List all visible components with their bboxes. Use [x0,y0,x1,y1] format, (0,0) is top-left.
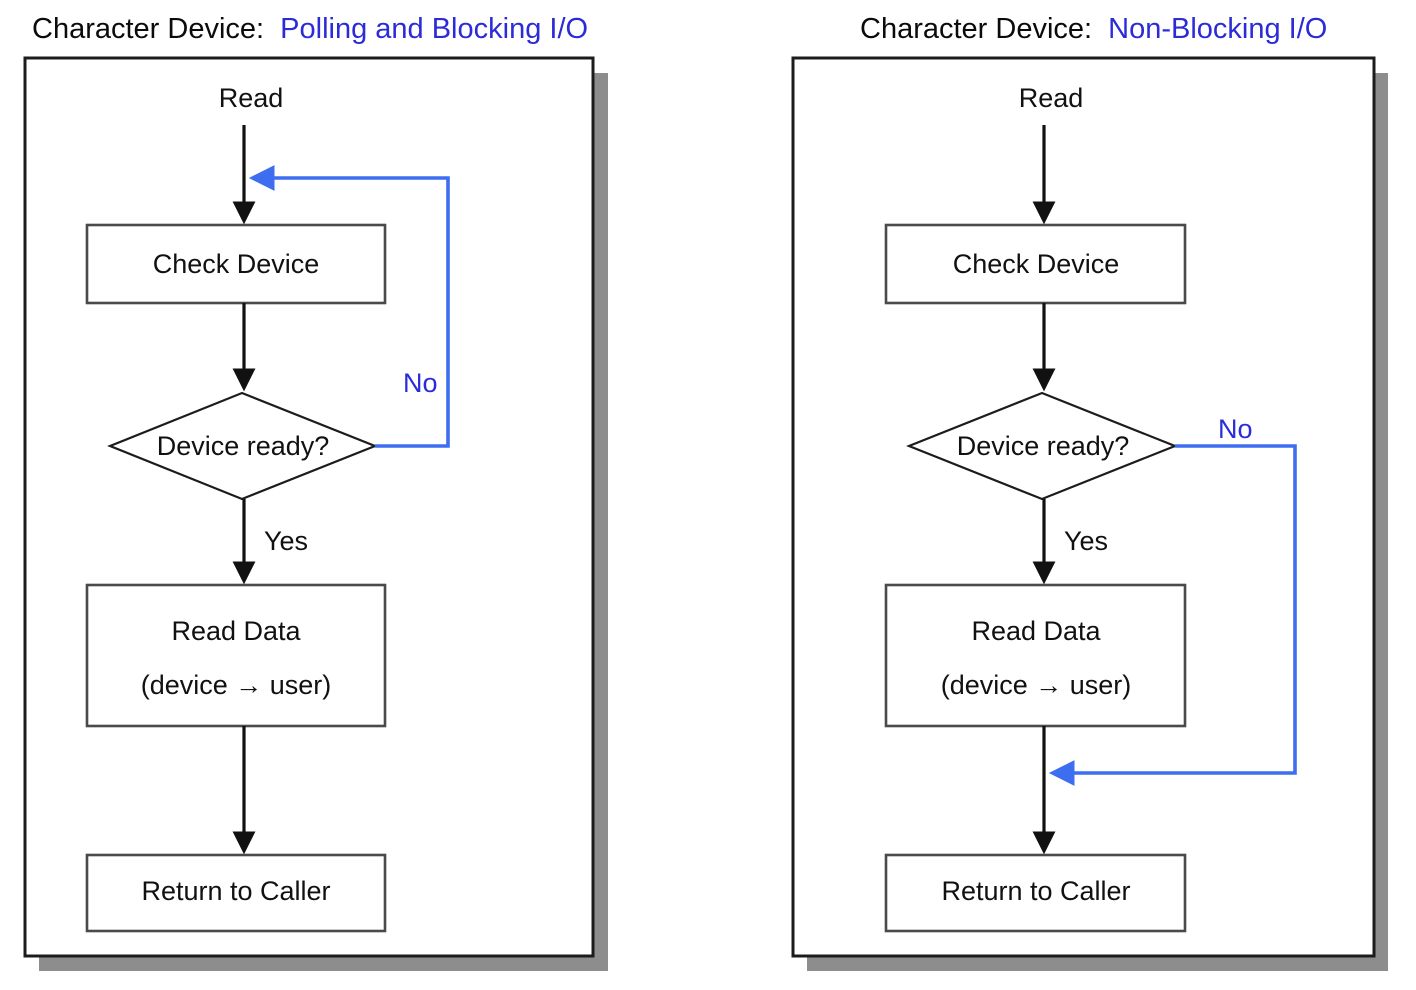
edge-label-yes-right: Yes [1064,526,1108,556]
title-left-highlight: Polling and Blocking I/O [280,13,588,45]
node-read-data-line1-right: Read Data [971,616,1101,646]
node-decision-left [107,391,378,501]
node-decision-right [906,391,1178,501]
edge-label-yes-left: Yes [264,526,308,556]
panel-non-blocking: Read Check Device Device ready? Yes No R… [791,56,1388,971]
start-label-left: Read [219,83,284,113]
panel-border-right [791,56,1376,958]
edge-label-no-left: No [403,368,438,398]
title-right: Character Device: Non-Blocking I/O [860,13,1327,45]
node-read-data-line2-right: (device → user) [941,670,1132,700]
edge-no-left [248,165,450,448]
node-read-data-right [884,583,1187,728]
node-read-data-left [85,583,387,728]
edge-no-right [1048,444,1297,786]
node-check-device-left [85,223,387,305]
node-check-device-label-left: Check Device [153,249,320,279]
node-decision-label-left: Device ready? [157,431,330,461]
node-check-device-label-right: Check Device [953,249,1120,279]
node-read-data-line1-left: Read Data [171,616,301,646]
node-return-caller-label-left: Return to Caller [141,876,330,906]
node-return-caller-right [884,853,1187,933]
node-return-caller-left [85,853,387,933]
start-label-right: Read [1019,83,1084,113]
panel-polling-blocking: Read Check Device Device ready? Yes No R… [23,56,608,971]
node-decision-label-right: Device ready? [957,431,1130,461]
title-right-highlight: Non-Blocking I/O [1108,13,1327,45]
node-check-device-right [884,223,1187,305]
panel-border-left [23,56,595,958]
title-left-prefix: Character Device: [32,13,264,45]
title-left: Character Device: Polling and Blocking I… [32,13,588,45]
node-return-caller-label-right: Return to Caller [941,876,1130,906]
edge-label-no-right: No [1218,414,1253,444]
node-read-data-line2-left: (device → user) [141,670,332,700]
title-right-prefix: Character Device: [860,13,1092,45]
